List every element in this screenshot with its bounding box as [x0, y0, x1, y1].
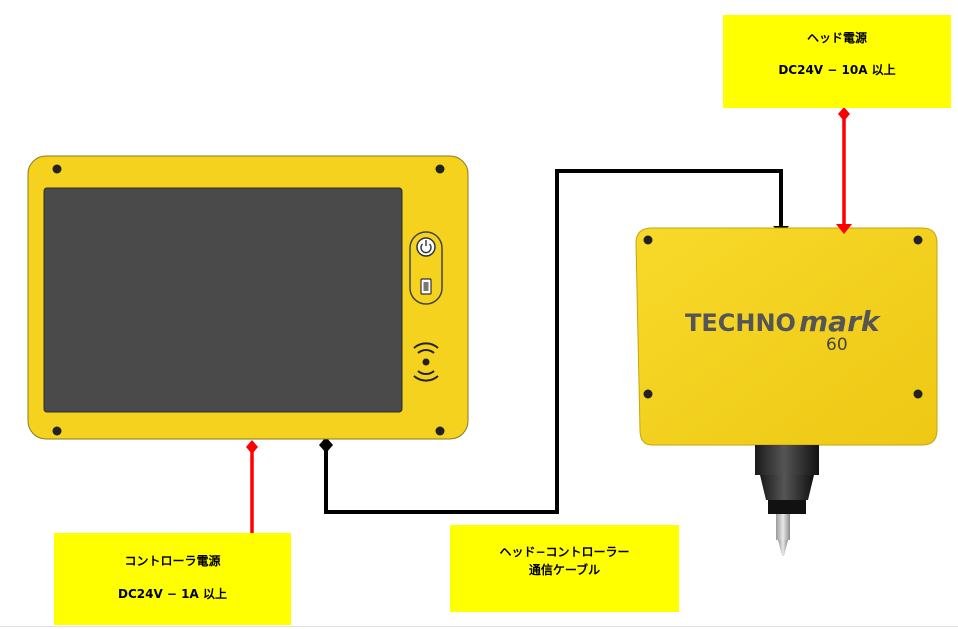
usb-port-icon — [420, 278, 432, 295]
controller-power-spec: DC24V − 1A 以上 — [118, 587, 227, 602]
controller-power-label: コントローラ電源 DC24V − 1A 以上 — [54, 533, 291, 625]
head-power-spec: DC24V − 10A 以上 — [778, 63, 896, 78]
cable-subtitle: 通信ケーブル — [528, 563, 601, 578]
cable-label: ヘッド−コントローラー 通信ケーブル — [450, 525, 679, 612]
controller-tablet — [27, 155, 469, 440]
cable-connector-controller — [319, 437, 333, 453]
model-number: 60 — [826, 335, 848, 355]
head-power-title: ヘッド電源 — [806, 31, 867, 45]
bottom-divider — [0, 626, 958, 627]
controller-power-title: コントローラ電源 — [124, 554, 221, 568]
head-power-label: ヘッド電源 DC24V − 10A 以上 — [723, 15, 951, 108]
head-power-arrow — [836, 107, 852, 234]
controller-power-arrow — [245, 440, 259, 543]
cable-title: ヘッド−コントローラー — [499, 545, 630, 559]
brand-logo-mark: mark — [799, 305, 882, 338]
marking-nozzle — [755, 445, 819, 556]
controller-screen — [43, 187, 403, 413]
marking-head — [635, 227, 938, 556]
power-icon[interactable] — [416, 237, 436, 257]
nfc-reader-icon — [413, 342, 439, 382]
brand-logo-techno: TECHNO — [685, 309, 796, 337]
communication-cable — [324, 169, 783, 514]
